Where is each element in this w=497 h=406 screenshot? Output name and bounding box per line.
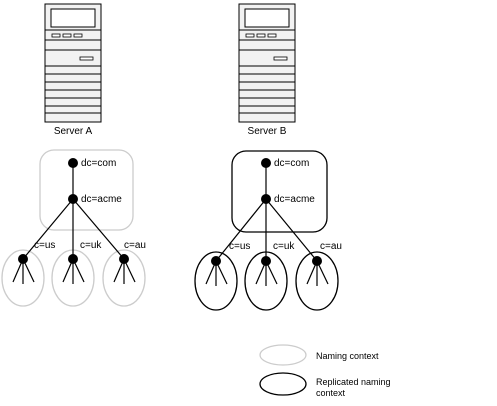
node-dc-acme-b	[261, 194, 271, 204]
naming-context-us-a	[1, 249, 45, 307]
tree-edges-b	[205, 163, 329, 286]
node-dc-com-a	[68, 158, 78, 168]
node-c-us-a	[18, 254, 28, 264]
naming-context-au-a	[102, 249, 146, 307]
label-c-us-b: c=us	[229, 241, 250, 252]
label-c-uk-a: c=uk	[80, 240, 102, 251]
naming-context-root-a	[39, 149, 134, 231]
node-c-us-b	[211, 256, 221, 266]
legend: Naming context Replicated naming context	[259, 344, 391, 398]
legend-naming-context-swatch	[259, 344, 307, 366]
label-c-au-a: c=au	[124, 240, 146, 251]
server-a-icon	[44, 3, 102, 123]
tree-edges-a	[12, 163, 136, 284]
tree-server-b: dc=com dc=acme c=us c=uk c=au	[194, 150, 342, 311]
server-b-icon	[238, 3, 296, 123]
legend-replicated-label-line2: context	[316, 388, 346, 398]
server-b: Server B	[238, 3, 296, 137]
node-dc-com-b	[261, 158, 271, 168]
legend-naming-context-label: Naming context	[316, 351, 379, 361]
legend-replicated-label-line1: Replicated naming	[316, 377, 391, 387]
server-b-label: Server B	[248, 126, 287, 137]
label-c-au-b: c=au	[320, 241, 342, 252]
label-c-us-a: c=us	[34, 240, 55, 251]
replicated-context-root-b	[231, 150, 328, 233]
label-dc-acme-a: dc=acme	[81, 194, 122, 205]
node-c-uk-a	[68, 254, 78, 264]
label-c-uk-b: c=uk	[273, 241, 295, 252]
node-dc-acme-a	[68, 194, 78, 204]
label-dc-com-b: dc=com	[274, 158, 309, 169]
node-c-uk-b	[261, 256, 271, 266]
legend-replicated-swatch	[259, 372, 307, 396]
server-a: Server A	[44, 3, 102, 137]
node-c-au-a	[119, 254, 129, 264]
label-dc-acme-b: dc=acme	[274, 194, 315, 205]
replicated-context-au-b	[295, 251, 339, 311]
node-c-au-b	[312, 256, 322, 266]
label-dc-com-a: dc=com	[81, 158, 116, 169]
server-a-label: Server A	[54, 126, 93, 137]
replicated-context-us-b	[194, 251, 238, 311]
tree-server-a: dc=com dc=acme c=us c=uk c=au	[1, 149, 146, 307]
